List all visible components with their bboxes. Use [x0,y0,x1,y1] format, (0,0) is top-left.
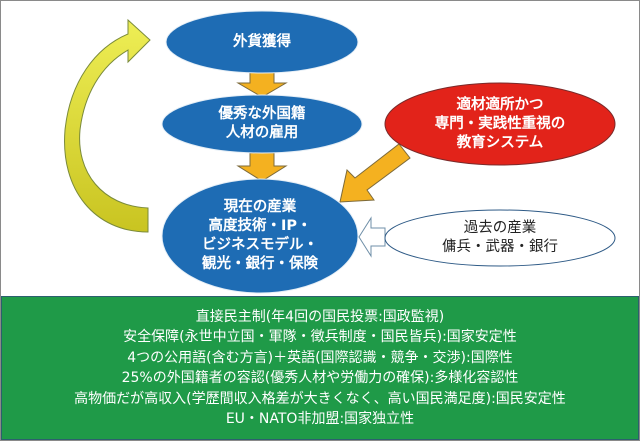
node-education: 適材適所かつ 専門・実践性重視の 教育システム [385,83,615,165]
hollow-left-arrow [358,216,386,258]
node-text: 高度技術・IP・ [208,218,312,234]
node-text: ビジネスモデル・ [202,237,318,253]
down-arrow-2 [236,152,288,182]
ellipse-foreign-currency [165,10,359,74]
ellipse-current-industry [161,178,359,294]
node-text: 適材適所かつ [456,96,544,113]
node-text: 傭兵・武器・銀行 [442,239,558,255]
node-text: 専門・実践性重視の [434,115,566,132]
ellipse-past-industry [384,209,616,267]
factor-security: 安全保障(永世中立国・軍隊・徴兵制度・国民皆兵):国家安定性 [123,329,517,345]
ellipse-foreign-talent [161,94,363,154]
node-text: 現在の産業 [223,199,297,215]
factor-direct-democracy: 直接民主制(年4回の国民投票:国政監視) [195,308,445,325]
down-arrow-1 [236,71,288,98]
factors-panel: 直接民主制(年4回の国民投票:国政監視) 安全保障(永世中立国・軍隊・徴兵制度・… [1,296,639,440]
node-text: 観光・銀行・保険 [202,256,318,272]
node-text: 優秀な外国籍 [218,106,306,122]
node-text: 外貨獲得 [233,33,291,50]
node-foreign-talent: 優秀な外国籍 人材の雇用 [162,95,362,153]
node-foreign-currency: 外貨獲得 [166,12,358,72]
factor-independence: EU・NATO非加盟:国家独立性 [225,411,415,427]
node-text: 過去の産業 [463,220,537,236]
node-text: 教育システム [456,134,544,151]
cycle-curved-arrow [64,18,151,233]
node-past-industry: 過去の産業 傭兵・武器・銀行 [385,210,615,266]
diagonal-arrow [339,143,411,203]
node-current-industry: 現在の産業 高度技術・IP・ ビジネスモデル・ 観光・銀行・保険 [162,179,358,293]
factor-foreigners: 25%の外国籍者の容認(優秀人材や労働力の確保):多様化容認性 [121,370,519,386]
node-text: 人材の雇用 [225,125,299,141]
ellipse-education [384,82,616,166]
factor-income: 高物価だが高収入(学歴間収入格差が大きくなく、高い国民満足度):国民安定性 [74,390,566,407]
factor-languages: 4つの公用語(含む方言)＋英語(国際認識・競争・交渉):国際性 [127,349,513,366]
